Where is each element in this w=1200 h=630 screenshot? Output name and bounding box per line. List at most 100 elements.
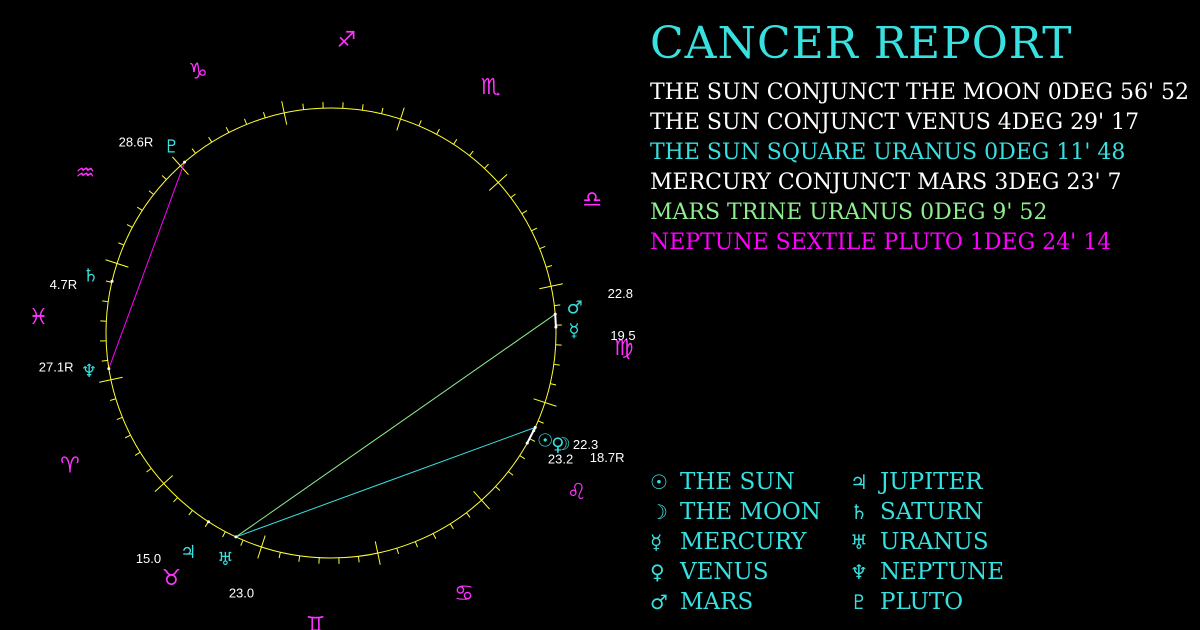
degree-tick	[278, 552, 281, 559]
moon-icon: ☽	[650, 500, 668, 524]
degree-tick	[531, 227, 538, 232]
saturn-icon: ♄	[83, 266, 99, 287]
aspect-line-text: THE SUN CONJUNCT VENUS 4DEG 29' 17	[650, 110, 1140, 135]
degree-tick	[529, 438, 536, 442]
degree-tick	[361, 104, 364, 111]
degree-tick	[136, 206, 143, 211]
degree-tick	[188, 509, 193, 516]
pluto-icon: ♇	[850, 590, 868, 614]
planet-position-marker	[554, 325, 558, 329]
planet-markers: ☉23.2☽22.3♀18.7R☿19.5♂22.8♃15.0♅23.0♄4.7…	[39, 134, 636, 600]
legend-item: ♃JUPITER	[850, 467, 1004, 497]
sign-boundary-tick	[533, 398, 557, 407]
degree-tick	[222, 531, 226, 538]
legend-item: ☽ THE MOON	[650, 497, 821, 527]
degree-tick	[118, 242, 125, 246]
degree-tick	[173, 497, 178, 503]
planet-position-marker	[553, 312, 557, 316]
legend-label: VENUS	[680, 559, 769, 585]
legend-item: ☿MERCURY	[650, 527, 821, 557]
degree-tick	[302, 103, 305, 110]
degree-tick	[539, 246, 546, 250]
legend-label: THE SUN	[680, 469, 795, 495]
neptune-icon: ♆	[81, 361, 97, 382]
sign-boundary-tick	[172, 156, 189, 176]
sign-boundary-tick	[396, 107, 405, 131]
planet-position-marker	[107, 367, 111, 371]
planet-position-marker	[206, 520, 210, 524]
degree-tick	[148, 190, 155, 195]
legend-label: SATURN	[880, 499, 984, 525]
aspect-lines	[108, 161, 557, 538]
planet-degree-label: 28.6R	[119, 134, 154, 149]
degree-tick	[191, 148, 196, 154]
planet-position-marker	[525, 441, 529, 445]
degree-tick	[146, 468, 152, 473]
degree-tick	[554, 304, 561, 307]
planet-position-marker	[110, 279, 114, 283]
planet-degree-label: 4.7R	[50, 277, 77, 292]
neptune-icon: ♆	[850, 560, 868, 584]
planet-degree-label: 22.3	[573, 437, 598, 452]
degree-tick	[381, 107, 384, 114]
degree-tick	[102, 300, 109, 303]
degree-tick	[126, 224, 133, 228]
legend-label: THE MOON	[680, 499, 821, 525]
legend-column-left: ☉ THE SUN ☽ THE MOON☿MERCURY♀VENUS♂MARS	[650, 467, 821, 617]
degree-tick	[109, 398, 116, 402]
mars-icon: ♂	[650, 590, 668, 614]
degree-tick	[225, 126, 230, 133]
degree-tick	[466, 512, 471, 518]
degree-tick	[262, 111, 266, 118]
gemini-icon: ♊	[306, 613, 326, 630]
degree-tick	[357, 556, 360, 563]
aspect-line-mars-uranus	[235, 313, 556, 538]
degree-tick	[495, 486, 501, 491]
mars-icon: ♂	[567, 298, 583, 319]
capricorn-icon: ♑	[188, 59, 208, 84]
scorpio-icon: ♏	[481, 75, 501, 100]
uranus-icon: ♅	[217, 549, 233, 570]
wheel-ticks	[99, 101, 563, 565]
planet-degree-label: 15.0	[136, 551, 161, 566]
degree-tick	[244, 118, 248, 125]
degree-tick	[105, 280, 112, 283]
mercury-icon: ☿	[568, 320, 579, 341]
planet-position-marker	[234, 535, 238, 539]
degree-tick	[436, 128, 440, 135]
aspect-line-text: THE SUN CONJUNCT THE MOON 0DEG 56' 52	[650, 80, 1190, 105]
sign-boundary-tick	[257, 535, 266, 559]
degree-tick	[510, 193, 516, 198]
uranus-icon: ♅	[850, 530, 868, 554]
sign-boundary-tick	[539, 283, 563, 290]
aspect-line-sun-uranus	[235, 426, 536, 538]
degree-tick	[453, 138, 458, 145]
aspect-line-mercury-mars	[554, 314, 557, 328]
aspect-line-neptune-pluto	[108, 161, 186, 369]
libra-icon: ♎	[582, 187, 602, 212]
degree-tick	[208, 136, 213, 143]
legend-item: ♄ SATURN	[850, 497, 1004, 527]
sign-boundary-tick	[374, 541, 381, 565]
legend-label: MERCURY	[680, 529, 807, 555]
pisces-icon: ♓	[29, 305, 49, 330]
sun-icon: ☉	[650, 470, 668, 494]
legend-item: ♂MARS	[650, 587, 821, 617]
legend-label: PLUTO	[880, 589, 964, 615]
degree-tick	[484, 163, 489, 169]
legend-label: URANUS	[880, 529, 989, 555]
sign-boundary-tick	[281, 101, 288, 125]
wheel-circle	[105, 107, 557, 559]
leo-icon: ♌	[567, 480, 587, 505]
jupiter-icon: ♃	[180, 542, 196, 563]
degree-tick	[507, 471, 514, 476]
legend-column-right: ♃JUPITER♄SATURN♅URANUS♆NEPTUNE♇PLUTO	[850, 467, 1004, 617]
degree-tick	[101, 359, 108, 362]
planet-degree-label: 19.5	[610, 328, 635, 343]
planet-position-marker	[183, 160, 187, 164]
saturn-icon: ♄	[850, 500, 868, 524]
legend-item: ♀VENUS	[650, 557, 821, 587]
degree-tick	[521, 210, 528, 215]
aspect-line-text: MARS TRINE URANUS 0DEG 9' 52	[650, 200, 1048, 225]
degree-tick	[240, 539, 244, 546]
